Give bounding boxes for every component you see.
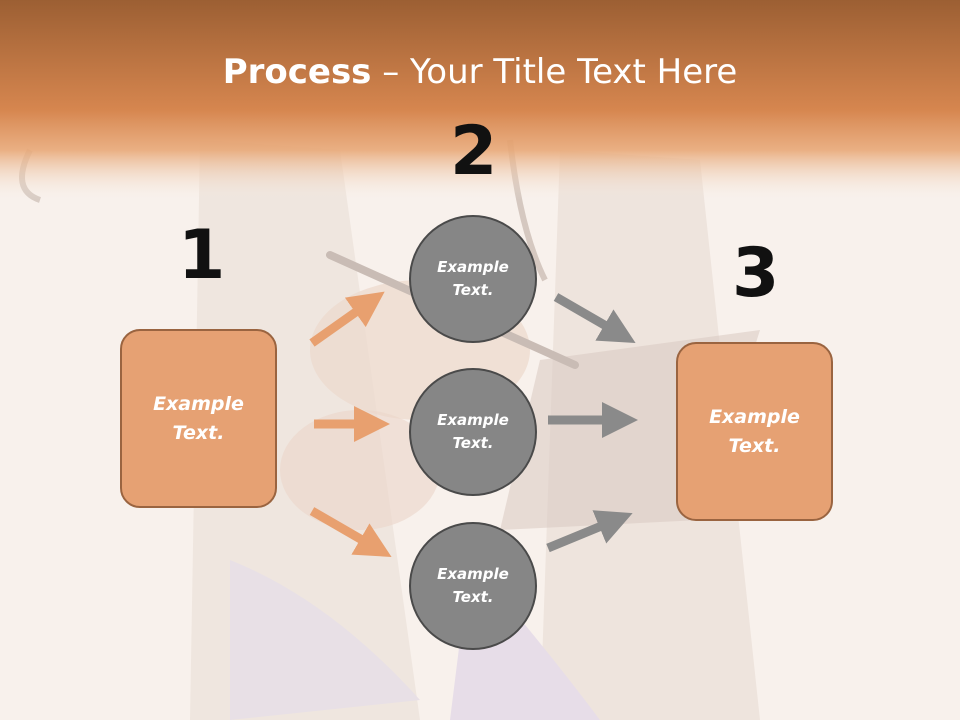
step-number-1: 1 (178, 216, 226, 295)
step-number-2: 2 (450, 112, 498, 191)
title-bold: Process (222, 52, 372, 92)
circle-bottom-text: Example Text. (437, 564, 509, 606)
step-1-box: Example Text. (120, 329, 277, 508)
step-number-3: 3 (732, 234, 780, 313)
title-rest: – Your Title Text Here (371, 52, 738, 92)
arrow-1-to-bottom (309, 507, 392, 558)
step-2-circle-bottom: Example Text. (409, 522, 537, 650)
step-3-text: Example Text. (709, 406, 800, 457)
arrow-bottom-to-3 (546, 510, 633, 553)
slide-title: Process – Your Title Text Here (0, 52, 960, 92)
arrow-1-to-top (309, 291, 385, 347)
circle-middle-text: Example Text. (437, 410, 509, 452)
step-2-circle-top: Example Text. (409, 215, 537, 343)
circle-top-text: Example Text. (437, 257, 509, 299)
step-2-circle-middle: Example Text. (409, 368, 537, 496)
arrow-top-to-3 (553, 293, 636, 344)
step-3-box: Example Text. (676, 342, 833, 521)
step-1-text: Example Text. (153, 393, 244, 444)
